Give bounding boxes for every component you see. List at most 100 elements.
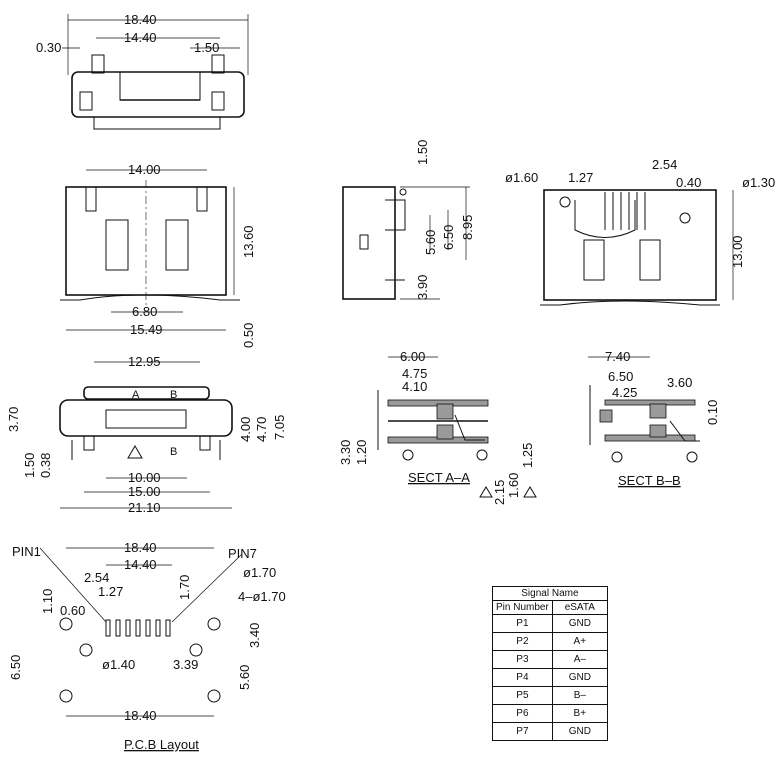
pin1-label: PIN1: [12, 544, 41, 559]
pin-cell: P4: [492, 668, 553, 687]
dim-sect-b-7-40: 7.40: [605, 349, 630, 364]
pin-cell: P7: [492, 722, 553, 741]
dim-pcb-2-54: 2.54: [84, 570, 109, 585]
dim-pcb-18-40-top: 18.40: [124, 540, 157, 555]
warning-triangle-icon: [479, 486, 537, 498]
dim-sect-a-1-60: 1.60: [506, 473, 521, 498]
dim-side-5-60: 5.60: [423, 230, 438, 255]
dim-side-1-50: 1.50: [415, 140, 430, 165]
side-view: 1.50 8.95 6.50 5.60 3.90: [342, 140, 475, 300]
dim-pcb-18-40-bottom: 18.40: [124, 708, 157, 723]
dim-sect-b-6-50: 6.50: [608, 369, 633, 384]
top-view: 18.40 14.40 0.30 1.50: [36, 12, 249, 130]
column-header-pin-number: Pin Number: [492, 600, 553, 615]
pin-cell: P5: [492, 686, 553, 705]
signal-cell: A–: [551, 650, 608, 669]
signal-cell: B–: [551, 686, 608, 705]
dim-bottom-7-05: 7.05: [272, 415, 287, 440]
dim-bottom-3-70: 3.70: [6, 407, 21, 432]
dim-front-15-49: 15.49: [130, 322, 163, 337]
dim-sect-a-6-00: 6.00: [400, 349, 425, 364]
dim-rear-1-27: 1.27: [568, 170, 593, 185]
bottom-front-view: A B B 12.95 3.70 1.50 0.38 4.00 4.70 7.0…: [6, 354, 287, 515]
dim-side-8-95: 8.95: [460, 215, 475, 240]
dim-front-14-00: 14.00: [128, 162, 161, 177]
table-title: Signal Name: [492, 586, 608, 601]
dim-pcb-dia-1-70: ø1.70: [243, 565, 276, 580]
dim-bottom-10-00: 10.00: [128, 470, 161, 485]
pin7-label: PIN7: [228, 546, 257, 561]
signal-cell: GND: [551, 668, 608, 687]
dim-sect-a-2-15: 2.15: [492, 480, 507, 505]
dim-pcb-5-60: 5.60: [237, 665, 252, 690]
pin-cell: P3: [492, 650, 553, 669]
warning-triangle-icon: [127, 445, 143, 459]
dim-pcb-14-40: 14.40: [124, 557, 157, 572]
section-b-b-title: SECT B–B: [618, 473, 681, 488]
dim-rear-2-54: 2.54: [652, 157, 677, 172]
dim-rear-dia-1-30: ø1.30: [742, 175, 775, 190]
section-mark-b-top: B: [170, 389, 177, 401]
dim-pcb-0-60: 0.60: [60, 603, 85, 618]
section-b-b: 7.40 6.50 4.25 3.60 0.10 SECT B–B: [588, 349, 720, 488]
dim-rear-dia-1-60: ø1.60: [505, 170, 538, 185]
section-a-a-title: SECT A–A: [408, 470, 470, 485]
dim-bottom-4-70: 4.70: [254, 417, 269, 442]
dim-top-1-50: 1.50: [194, 40, 219, 55]
pin-cell: P6: [492, 704, 553, 723]
dim-top-18-40: 18.40: [124, 12, 157, 27]
dim-sect-b-3-60: 3.60: [667, 375, 692, 390]
dim-bottom-1-50: 1.50: [22, 453, 37, 478]
dim-sect-a-1-20: 1.20: [354, 440, 369, 465]
dim-sect-b-0-10: 0.10: [705, 400, 720, 425]
dim-sect-a-4-10: 4.10: [402, 379, 427, 394]
section-mark-a-top: A: [132, 389, 140, 401]
dim-pcb-4x-dia-1-70: 4–ø1.70: [238, 589, 286, 604]
pin-cell: P2: [492, 632, 553, 651]
dim-pcb-dia-1-40: ø1.40: [102, 657, 135, 672]
dim-bottom-12-95: 12.95: [128, 354, 161, 369]
column-header-esata: eSATA: [551, 600, 608, 615]
dim-side-6-50: 6.50: [441, 225, 456, 250]
rear-view: ø1.60 1.27 2.54 0.40 ø1.30 13.00: [505, 157, 775, 306]
pin-cell: P1: [492, 614, 553, 633]
dim-bottom-0-38: 0.38: [38, 453, 53, 478]
dim-pcb-1-10: 1.10: [40, 589, 55, 614]
pcb-layout: PIN1 PIN7 18.40 14.40 2.54 1.70 ø1.70 1.…: [8, 540, 286, 752]
dim-sect-a-4-75: 4.75: [402, 366, 427, 381]
dim-side-3-90: 3.90: [415, 275, 430, 300]
dim-front-13-60: 13.60: [241, 225, 256, 258]
section-mark-b-bottom: B: [170, 446, 177, 458]
dim-front-6-80: 6.80: [132, 304, 157, 319]
dim-pcb-1-70: 1.70: [177, 575, 192, 600]
dim-pcb-6-50: 6.50: [8, 655, 23, 680]
dim-sect-a-3-30: 3.30: [338, 440, 353, 465]
dim-bottom-21-10: 21.10: [128, 500, 161, 515]
dim-rear-0-40: 0.40: [676, 175, 701, 190]
signal-cell: B+: [551, 704, 608, 723]
dim-sect-a-1-25: 1.25: [520, 443, 535, 468]
dim-front-0-50: 0.50: [241, 323, 256, 348]
pcb-layout-title: P.C.B Layout: [124, 737, 199, 752]
dim-pcb-3-39: 3.39: [173, 657, 198, 672]
signal-cell: GND: [551, 722, 608, 741]
dim-bottom-15-00: 15.00: [128, 484, 161, 499]
signal-cell: A+: [551, 632, 608, 651]
dim-pcb-1-27: 1.27: [98, 584, 123, 599]
section-a-a: 6.00 4.75 4.10 3.30 1.20 1.25 2.15 1.60 …: [338, 349, 537, 505]
dim-sect-b-4-25: 4.25: [612, 385, 637, 400]
dim-rear-13-00: 13.00: [730, 235, 745, 268]
dim-pcb-3-40: 3.40: [247, 623, 262, 648]
signal-cell: GND: [551, 614, 608, 633]
front-view: 14.00 13.60 6.80 15.49 0.50: [60, 162, 256, 348]
dim-top-14-40: 14.40: [124, 30, 157, 45]
